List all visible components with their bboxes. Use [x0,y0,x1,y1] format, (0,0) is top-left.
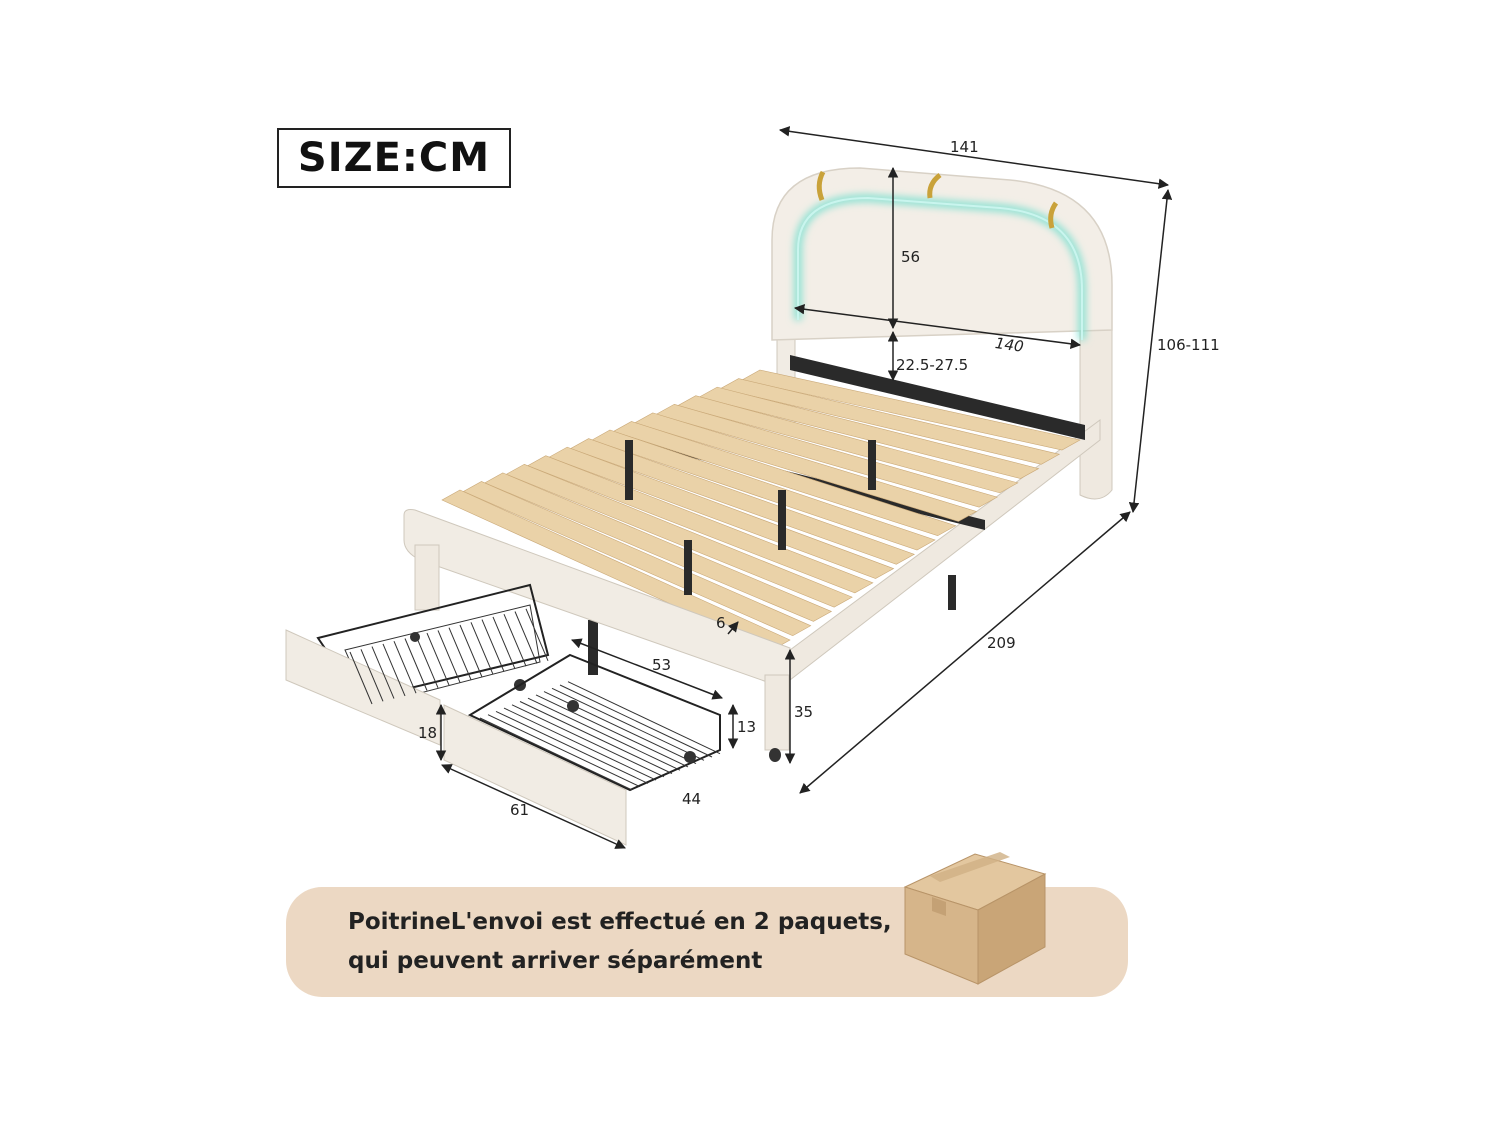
drawer-wire [382,643,406,697]
drawer-wire [514,611,538,664]
dim-line-total-width [778,126,1170,189]
dim-label-total-width: 141 [950,138,979,156]
footboard-leg-left [414,544,440,611]
drawer-wire [448,627,472,680]
headboard-leg-right [1079,319,1113,500]
drawer-right [443,653,721,846]
shipping-notice-line-1: PoitrineL'envoi est effectué en 2 paquet… [348,909,892,935]
slat [719,378,1061,465]
dim-label-drawer-height-front: 18 [418,724,437,742]
slat [655,403,998,508]
slat [741,369,1081,451]
dim-line-headboard-width [793,304,1082,349]
dim-label-drawer-width: 53 [652,656,671,674]
drawer-wire [535,694,689,768]
drawer-wire [459,624,483,678]
package-box-icon [903,852,1047,985]
dim-line-slat-gap [727,621,739,635]
drawer-wire [527,697,681,771]
slat [676,395,1019,494]
drawer-wire [551,687,705,761]
footboard-leg-right [764,674,790,751]
drawer-wire [404,638,428,691]
dim-label-headboard-width: 140 [994,334,1025,356]
drawer-wire [437,630,461,683]
dim-label-frame-height: 35 [794,703,813,721]
dim-label-drawer-depth: 44 [682,790,701,808]
size-unit-label: SIZE:CM [277,128,511,188]
drawer-wire [415,635,439,688]
dim-label-drawer-height-basket: 13 [737,718,756,736]
dim-label-headboard-height: 56 [901,248,920,266]
dim-line-drawer-length [441,764,626,849]
shipping-notice-line-2: qui peuvent arriver séparément [348,948,763,974]
support-leg-1 [625,440,633,500]
dim-line-total-height [1128,188,1173,514]
headboard [771,167,1113,341]
shipping-notice-text: PoitrineL'envoi est effectué en 2 paquet… [348,903,892,981]
slats [441,369,1081,651]
led-strip-core [797,196,1083,340]
caster-wheel [769,748,781,762]
support-leg-2 [684,540,692,595]
dim-label-total-height: 106-111 [1157,336,1220,354]
drawer-wire [519,701,673,774]
drawer-wire [470,622,494,675]
drawer-wire [426,632,450,686]
dim-label-drawer-length: 61 [510,801,529,819]
gold-accent-3 [1048,201,1059,229]
dim-line-drawer-width [571,638,723,700]
frame-head-rail [790,355,1085,440]
drawer-left [285,583,550,746]
drawer-wire [525,608,549,661]
drawer-wire [481,619,505,672]
drawer-wire [567,681,721,755]
support-leg-4 [868,440,876,490]
drawer-wire [503,614,527,667]
slat [462,481,812,637]
drawer-wire [360,649,384,702]
drawer-wire [511,704,665,778]
drawer-wire [371,646,395,699]
dim-label-slat-gap: 6 [716,614,726,632]
dim-label-headboard-adjust: 22.5-27.5 [896,356,968,374]
drawer-wire [503,707,657,781]
drawer-wire [492,616,516,670]
dim-label-total-length: 209 [987,634,1016,652]
drawer-wire [543,691,697,765]
drawer-wire [559,684,713,758]
support-leg-3 [778,490,786,550]
support-leg-5 [948,575,956,610]
drawer-wire [349,651,373,705]
slat [698,386,1040,479]
drawer-wire [393,641,417,694]
dim-line-total-length [799,511,1131,794]
